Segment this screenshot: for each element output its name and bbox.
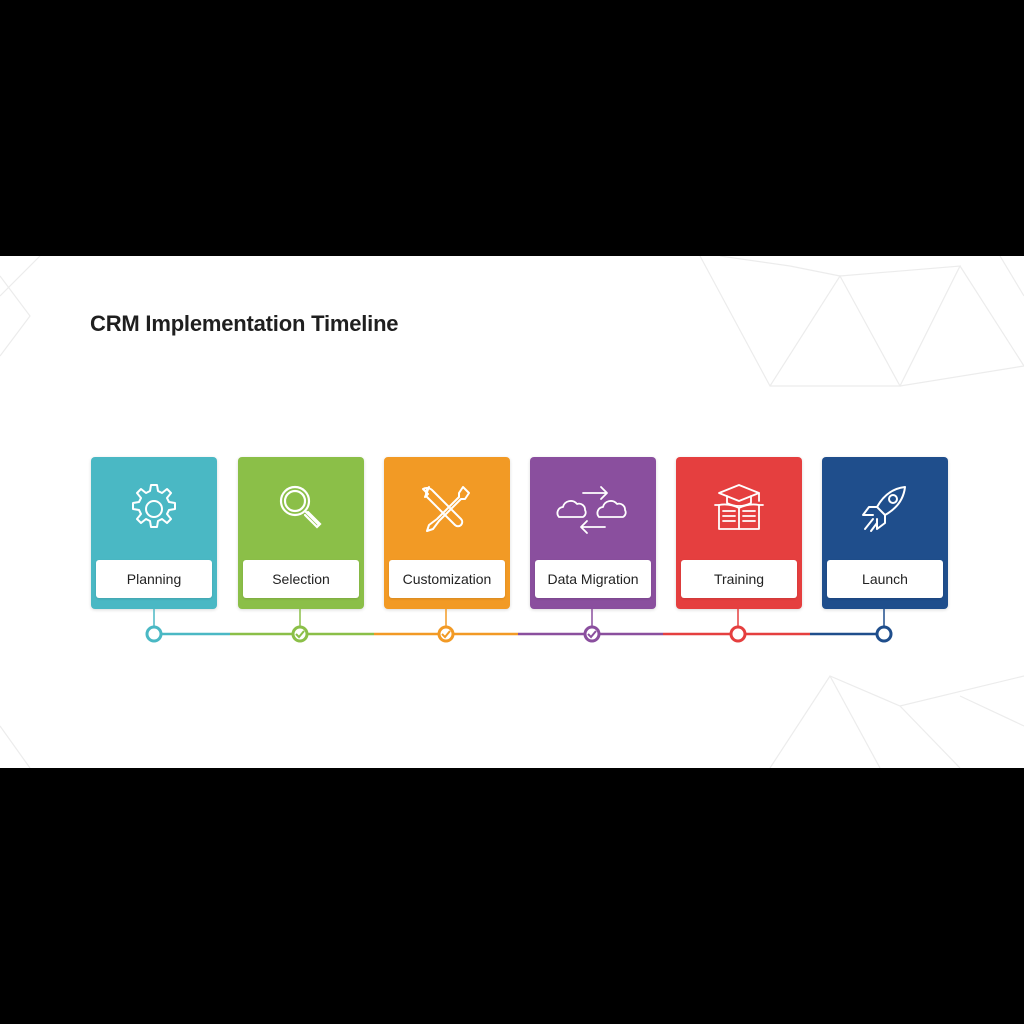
- step-label-customization: Customization: [389, 560, 505, 598]
- step-label-launch: Launch: [827, 560, 943, 598]
- timeline-marker-selection: [291, 625, 309, 643]
- timeline-marker-data-migration: [583, 625, 601, 643]
- background-geometric-pattern: [0, 256, 1024, 768]
- page-title: CRM Implementation Timeline: [90, 311, 399, 336]
- step-card-training: Training: [676, 457, 802, 609]
- timeline-marker-launch: [875, 625, 893, 643]
- step-label-planning: Planning: [96, 560, 212, 598]
- step-label-data-migration: Data Migration: [535, 560, 651, 598]
- step-card-launch: Launch: [822, 457, 948, 609]
- timeline-slide: CRM Implementation Timeline Planning Sel…: [0, 256, 1024, 768]
- check-icon: [295, 630, 305, 639]
- step-label-training: Training: [681, 560, 797, 598]
- cloud-transfer-icon: [556, 486, 627, 534]
- rocket-icon: [862, 486, 906, 532]
- timeline-marker-training: [729, 625, 747, 643]
- step-card-selection: Selection: [238, 457, 364, 609]
- step-card-planning: Planning: [91, 457, 217, 609]
- timeline-marker-planning: [145, 625, 163, 643]
- check-icon: [441, 630, 451, 639]
- step-card-data-migration: Data Migration: [530, 457, 656, 609]
- graduation-book-icon: [714, 484, 764, 530]
- magnifier-icon: [279, 485, 322, 529]
- timeline-marker-customization: [437, 625, 455, 643]
- wrench-screwdriver-icon: [422, 486, 470, 532]
- timeline-track: [145, 608, 893, 643]
- step-label-selection: Selection: [243, 560, 359, 598]
- step-card-customization: Customization: [384, 457, 510, 609]
- gear-icon: [132, 484, 176, 528]
- check-icon: [587, 630, 597, 639]
